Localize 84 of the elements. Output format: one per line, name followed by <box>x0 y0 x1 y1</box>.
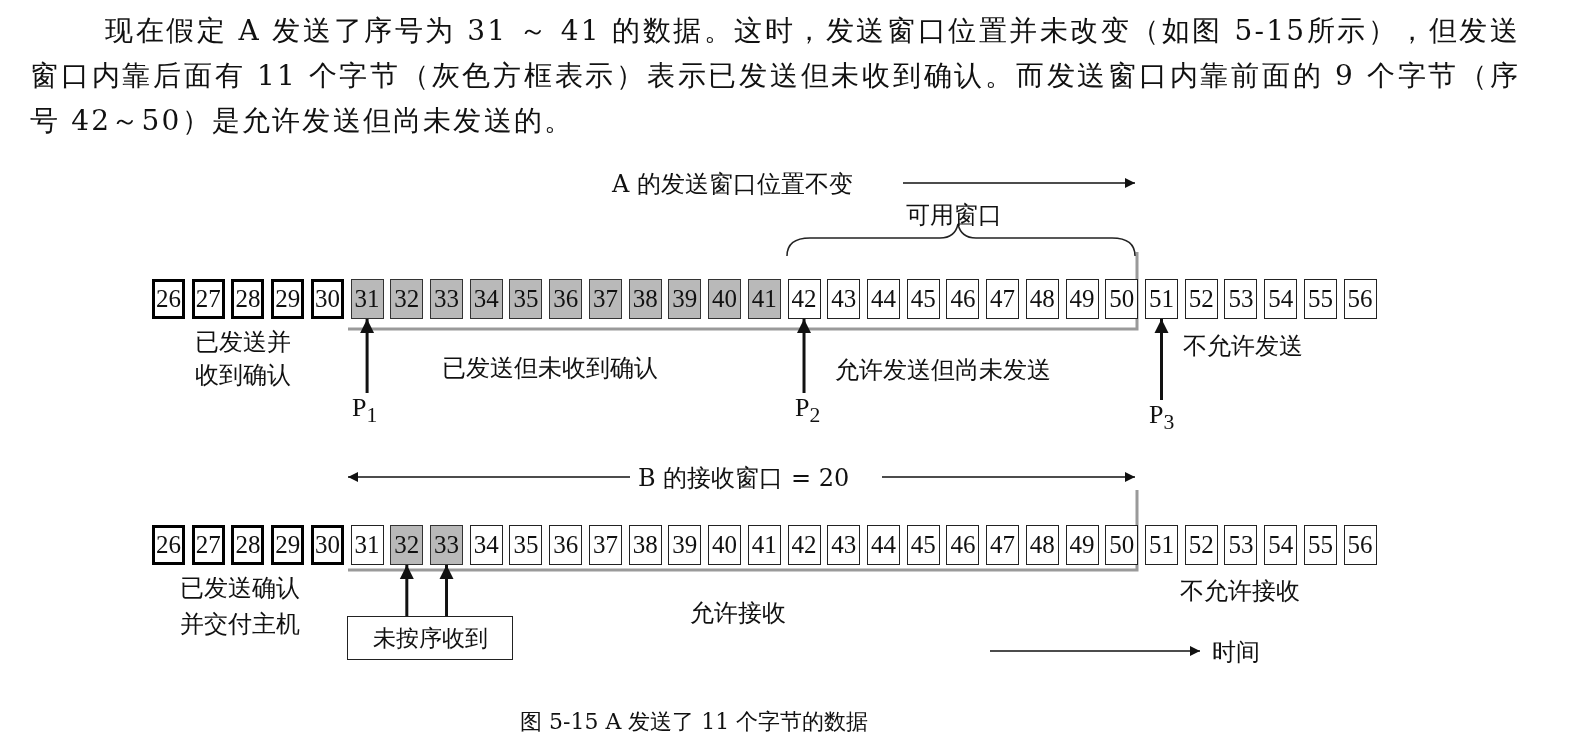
byte-cell: 29 <box>271 525 305 565</box>
byte-cell: 55 <box>1303 279 1337 319</box>
byte-cell: 55 <box>1303 525 1337 565</box>
byte-cell: 26 <box>152 525 185 565</box>
byte-cell: 54 <box>1264 279 1298 319</box>
window-label: A 的发送窗口位置不变 <box>612 169 853 200</box>
arrow <box>797 319 811 393</box>
byte-cell: 50 <box>1105 525 1139 565</box>
byte-cell: 50 <box>1105 279 1139 319</box>
arrow <box>439 565 454 616</box>
byte-cell: 46 <box>946 279 980 319</box>
byte-cell: 49 <box>1065 279 1099 319</box>
arrow <box>1154 319 1169 400</box>
byte-cell: 27 <box>191 279 225 319</box>
byte-cell: 45 <box>906 525 940 565</box>
byte-cell: 48 <box>1025 525 1059 565</box>
byte-cell: 29 <box>271 279 305 319</box>
byte-cell: 40 <box>708 279 742 319</box>
figure-caption: 图 5-15 A 发送了 11 个字节的数据 <box>520 708 869 736</box>
note-box: 未按序收到 <box>347 616 513 660</box>
byte-cell: 31 <box>350 525 384 565</box>
byte-cell: 53 <box>1224 279 1258 319</box>
window-label: 可用窗口 <box>906 200 1002 231</box>
byte-cell: 35 <box>509 279 543 319</box>
byte-cell: 36 <box>549 279 583 319</box>
byte-cell: 35 <box>509 525 543 565</box>
byte-cell: 38 <box>628 525 662 565</box>
byte-cell: 40 <box>708 525 742 565</box>
byte-cell: 31 <box>350 279 384 319</box>
byte-cell: 39 <box>668 525 702 565</box>
region-label: 已发送并收到确认 <box>195 327 292 391</box>
byte-cell: 33 <box>430 279 464 319</box>
byte-cell: 41 <box>747 279 781 319</box>
byte-cell: 34 <box>469 525 503 565</box>
region-label: 不允许发送 <box>1183 331 1303 362</box>
region-label: 允许发送但尚未发送 <box>835 355 1051 386</box>
axis-label: 时间 <box>1212 637 1260 668</box>
byte-cell: 26 <box>152 279 185 319</box>
byte-cell: 37 <box>588 525 622 565</box>
arrow <box>399 565 414 616</box>
region-label: 不允许接收 <box>1180 576 1300 607</box>
byte-cell: 49 <box>1065 525 1099 565</box>
byte-cell: 44 <box>866 279 900 319</box>
arrow <box>360 319 375 393</box>
byte-cell: 56 <box>1343 279 1377 319</box>
pointer-label: P$_{2}$ <box>795 393 821 429</box>
byte-cell: 28 <box>231 525 265 565</box>
byte-cell: 32 <box>390 279 424 319</box>
byte-cell: 48 <box>1025 279 1059 319</box>
byte-cell: 36 <box>549 525 583 565</box>
byte-cell: 52 <box>1184 525 1218 565</box>
byte-cell: 56 <box>1343 525 1377 565</box>
byte-cell: 41 <box>747 525 781 565</box>
byte-cell: 47 <box>986 279 1020 319</box>
paragraph: 现在假定 A 发送了序号为 31 ～ 41 的数据。这时，发送窗口位置并未改变（如图 5-15所示），但发送窗口内靠后面有 11 个字节（灰色方框表示）表示已发送但未收到确认。而发送窗口内靠前面的 9 个字节（序号 42～50）是允许发送但尚未发送的。 <box>30 13 1520 139</box>
byte-cell: 47 <box>986 525 1020 565</box>
window-label: B 的接收窗口 = 20 <box>638 463 850 494</box>
byte-cell: 32 <box>390 525 424 565</box>
byte-cell: 39 <box>668 279 702 319</box>
byte-cell: 28 <box>231 279 265 319</box>
byte-cell: 45 <box>906 279 940 319</box>
byte-cell: 27 <box>191 525 225 565</box>
region-label: 已发送确认并交付主机 <box>180 573 301 640</box>
byte-cell: 42 <box>787 279 821 319</box>
region-label: 已发送但未收到确认 <box>442 353 658 384</box>
byte-cell: 42 <box>787 525 821 565</box>
byte-cell: 34 <box>469 279 503 319</box>
pointer-label: P$_{3}$ <box>1149 400 1175 436</box>
byte-cell: 43 <box>827 279 861 319</box>
byte-cell: 53 <box>1224 525 1258 565</box>
byte-cell: 38 <box>628 279 662 319</box>
byte-cell: 54 <box>1264 525 1298 565</box>
byte-cell: 30 <box>310 279 344 319</box>
byte-cell: 30 <box>310 525 344 565</box>
region-label: 允许接收 <box>690 598 786 629</box>
byte-cell: 33 <box>430 525 464 565</box>
byte-cell: 43 <box>827 525 861 565</box>
byte-cell: 37 <box>588 279 622 319</box>
byte-cell: 44 <box>866 525 900 565</box>
byte-cell: 46 <box>946 525 980 565</box>
pointer-label: P$_{1}$ <box>352 393 378 429</box>
byte-cell: 52 <box>1184 279 1218 319</box>
byte-cell: 51 <box>1145 525 1178 565</box>
byte-cell: 51 <box>1145 279 1178 319</box>
